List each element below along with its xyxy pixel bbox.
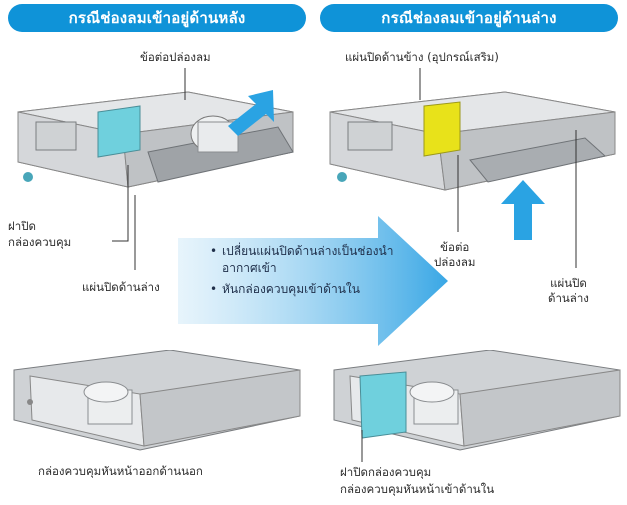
- unit-control-box-outward-illustration: [13, 350, 301, 451]
- label-line: ปล่องลม: [434, 255, 476, 269]
- airflow-arrow-rear-icon: [228, 90, 274, 136]
- label-side-panel-optional: แผ่นปิดด้านข้าง (อุปกรณ์เสริม): [345, 50, 499, 64]
- control-box-cover-cyan-bottom: [359, 371, 407, 439]
- label-line: แผ่นปิด: [550, 276, 587, 290]
- unit-bottom-intake-illustration: [329, 91, 616, 191]
- label-line: ฝาปิดกล่องควบคุม: [340, 465, 432, 479]
- label-line: กล่องควบคุมหันหน้าเข้าด้านใน: [340, 482, 495, 496]
- control-box-cover-cyan: [97, 105, 141, 158]
- label-control-box-cover: ฝาปิด กล่องควบคุม: [8, 218, 71, 250]
- left-header: กรณีช่องลมเข้าอยู่ด้านหลัง: [8, 4, 306, 32]
- label-bottom-panel-right: แผ่นปิด ด้านล่าง: [548, 276, 589, 306]
- process-arrow: [178, 216, 448, 346]
- label-line: ด้านล่าง: [548, 291, 589, 305]
- label-bottom-panel-left: แผ่นปิดด้านล่าง: [82, 280, 160, 294]
- change-steps-list: • เปลี่ยนแผ่นปิดด้านล่างเป็นช่องนำอากาศเ…: [210, 243, 410, 298]
- label-line: กล่องควบคุม: [8, 235, 72, 249]
- unit-rear-intake-illustration: [17, 91, 294, 188]
- label-control-box-cover-inward: ฝาปิดกล่องควบคุม กล่องควบคุมหันหน้าเข้าด…: [340, 464, 494, 498]
- label-duct-connector: ข้อต่อปล่องลม: [140, 50, 211, 64]
- airflow-arrow-up-icon: [501, 180, 545, 240]
- list-item: • เปลี่ยนแผ่นปิดด้านล่างเป็นช่องนำอากาศเ…: [210, 244, 394, 275]
- right-header: กรณีช่องลมเข้าอยู่ด้านล่าง: [320, 4, 618, 32]
- side-panel-yellow: [423, 101, 461, 157]
- label-duct-connector-right: ข้อต่อ ปล่องลม: [434, 240, 476, 270]
- label-control-box-outward: กล่องควบคุมหันหน้าออกด้านนอก: [38, 464, 203, 478]
- label-line: ฝาปิด: [8, 219, 36, 233]
- list-item: • หันกล่องควบคุมเข้าด้านใน: [210, 282, 360, 296]
- unit-control-box-inward-illustration: [333, 350, 621, 451]
- label-line: ข้อต่อ: [440, 240, 470, 254]
